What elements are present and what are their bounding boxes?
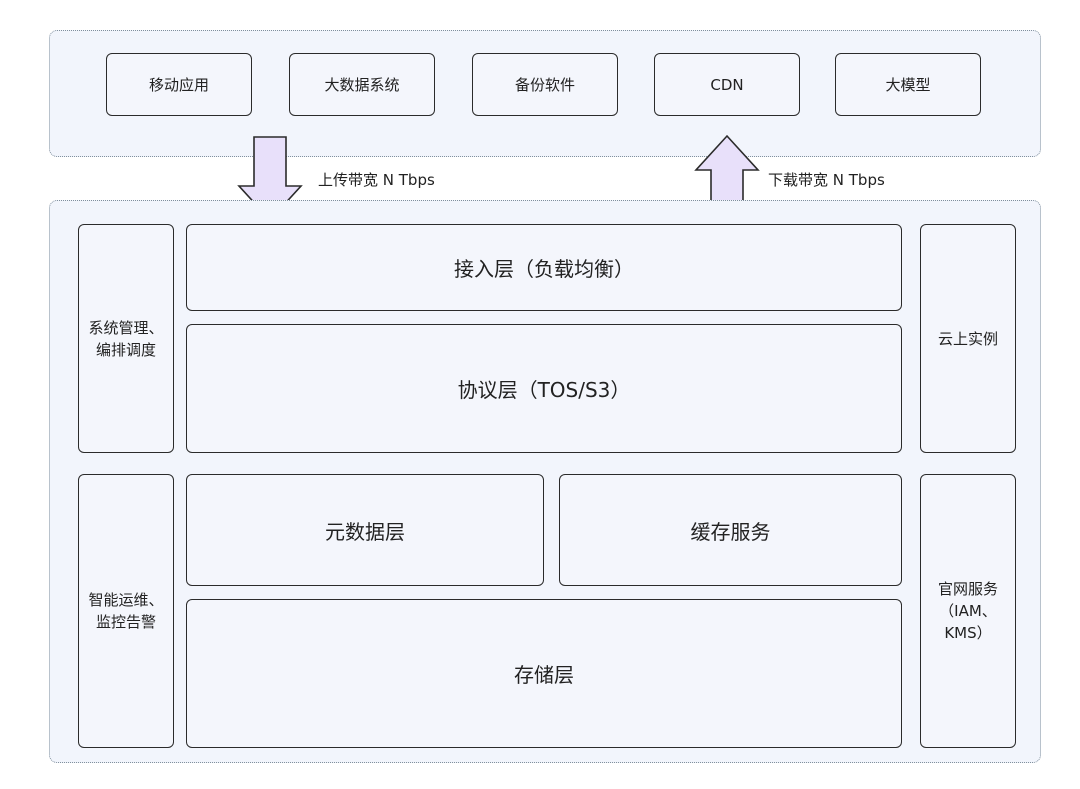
client-label: 移动应用 bbox=[148, 76, 209, 94]
intelligent-ops-label: 智能运维、监控告警 bbox=[88, 591, 164, 631]
client-large-model: 大模型 bbox=[835, 53, 981, 116]
client-mobile-app: 移动应用 bbox=[106, 53, 252, 116]
metadata-layer-label: 元数据层 bbox=[325, 519, 405, 544]
protocol-layer-box: 协议层（TOS/S3） bbox=[186, 324, 902, 453]
system-management-box: 系统管理、编排调度 bbox=[78, 224, 174, 453]
system-management-label: 系统管理、编排调度 bbox=[88, 318, 164, 359]
client-backup-software: 备份软件 bbox=[472, 53, 618, 116]
cloud-instance-label: 云上实例 bbox=[937, 329, 998, 348]
official-services-label: 官网服务（IAM、KMS） bbox=[937, 580, 998, 642]
cloud-instance-box: 云上实例 bbox=[920, 224, 1016, 453]
storage-layer-label: 存储层 bbox=[514, 663, 574, 687]
protocol-layer-label: 协议层（TOS/S3） bbox=[457, 378, 631, 402]
storage-layer-box: 存储层 bbox=[186, 599, 902, 748]
client-big-data: 大数据系统 bbox=[289, 53, 435, 116]
client-label: 备份软件 bbox=[514, 76, 575, 94]
download-bandwidth-label: 下载带宽 N Tbps bbox=[768, 171, 885, 189]
upload-bandwidth-label: 上传带宽 N Tbps bbox=[318, 171, 435, 189]
official-services-box: 官网服务（IAM、KMS） bbox=[920, 474, 1016, 748]
access-layer-box: 接入层（负载均衡） bbox=[186, 224, 902, 311]
intelligent-ops-box: 智能运维、监控告警 bbox=[78, 474, 174, 748]
client-label: CDN bbox=[710, 75, 744, 94]
cache-service-label: 缓存服务 bbox=[690, 519, 771, 544]
client-label: 大模型 bbox=[885, 76, 931, 94]
metadata-layer-box: 元数据层 bbox=[186, 474, 544, 586]
client-cdn: CDN bbox=[654, 53, 800, 116]
access-layer-label: 接入层（负载均衡） bbox=[454, 257, 634, 281]
client-label: 大数据系统 bbox=[324, 76, 400, 94]
cache-service-box: 缓存服务 bbox=[559, 474, 902, 586]
